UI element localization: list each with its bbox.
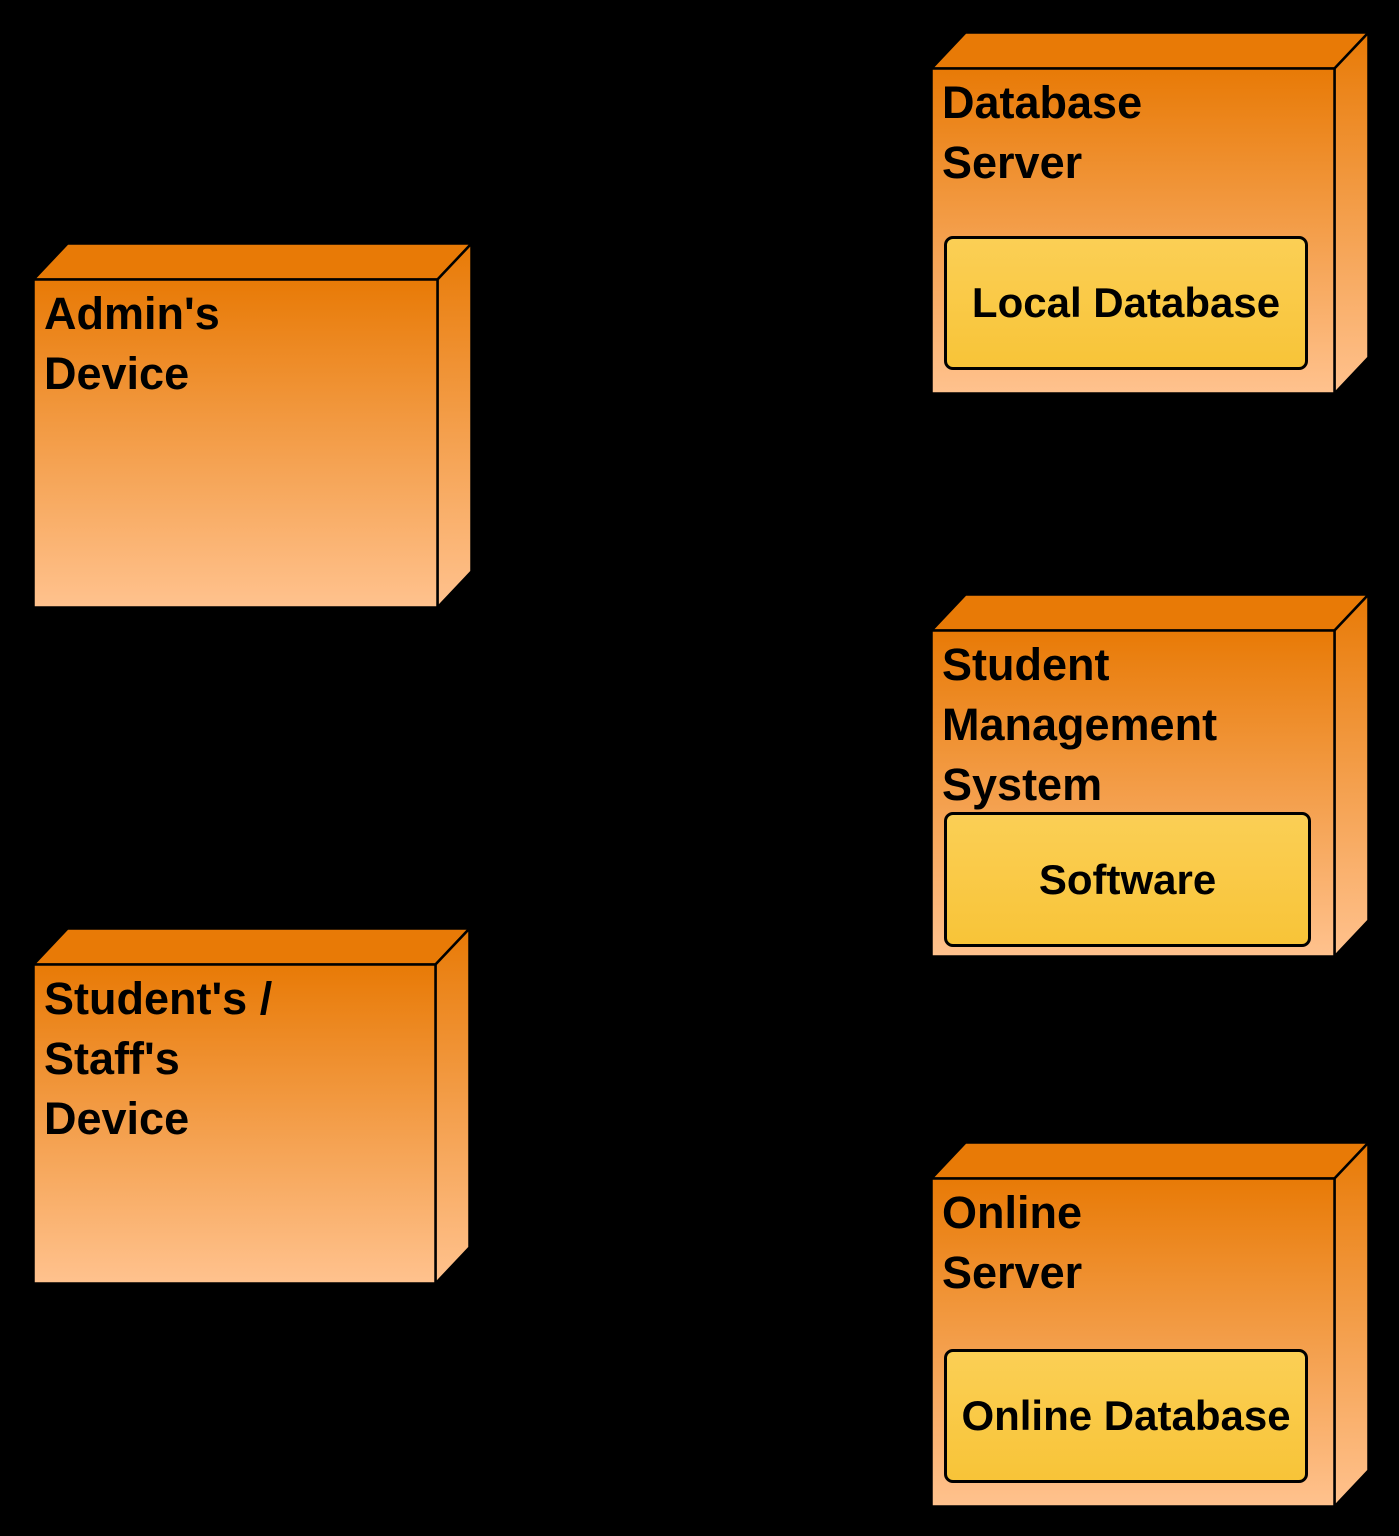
node-label: Admin's Device xyxy=(44,288,220,399)
node-top-face xyxy=(930,1141,1370,1180)
node-right-face xyxy=(434,927,471,1285)
node-student-management-system: Student Management System Software xyxy=(930,593,1370,958)
node-right-face xyxy=(436,242,473,609)
component-box-online-database: Online Database xyxy=(944,1349,1308,1483)
node-admins-device: Admin's Device xyxy=(32,242,473,609)
node-label: Student's / Staff's Device xyxy=(44,973,273,1144)
component-box-software: Software xyxy=(944,812,1311,947)
component-label: Software xyxy=(1038,855,1217,903)
node-right-face xyxy=(1333,31,1370,395)
component-label: Local Database xyxy=(971,279,1281,326)
node-students-staffs-device: Student's / Staff's Device xyxy=(32,927,471,1285)
node-label: Database Server xyxy=(942,77,1143,188)
node-top-face xyxy=(32,927,471,966)
component-label: Online Database xyxy=(961,1392,1291,1439)
node-top-face xyxy=(32,242,473,281)
node-online-server: Online Server Online Database xyxy=(930,1141,1370,1508)
node-top-face xyxy=(930,593,1370,632)
node-right-face xyxy=(1333,1141,1370,1508)
node-front-face xyxy=(32,278,439,609)
node-3d-box xyxy=(32,927,471,1285)
node-front-face xyxy=(32,963,437,1285)
node-3d-box xyxy=(32,242,473,609)
node-label: Online Server xyxy=(942,1187,1083,1298)
node-label: Student Management System xyxy=(942,639,1218,810)
component-box-local-database: Local Database xyxy=(944,236,1308,370)
node-right-face xyxy=(1333,593,1370,958)
node-top-face xyxy=(930,31,1370,70)
node-database-server: Database Server Local Database xyxy=(930,31,1370,395)
